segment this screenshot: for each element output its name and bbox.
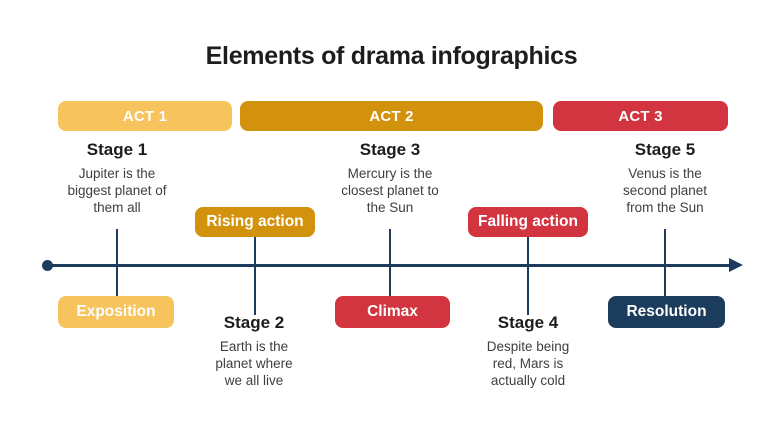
act-bar-3: ACT 3 bbox=[553, 101, 728, 131]
act-bar-1-label: ACT 1 bbox=[122, 107, 168, 125]
act-bar-2-label: ACT 2 bbox=[369, 107, 414, 125]
stage-5-description: Venus is the second planet from the Sun bbox=[622, 166, 708, 215]
stage-4-connector bbox=[527, 237, 529, 315]
stage-4-block: Stage 4 Despite being red, Mars is actua… bbox=[453, 313, 603, 389]
stage-4-heading: Stage 4 bbox=[497, 313, 559, 332]
stage-5-connector bbox=[664, 229, 666, 298]
stage-2-description: Earth is the planet where we all live bbox=[215, 339, 293, 388]
stage-3-block: Stage 3 Mercury is the closest planet to… bbox=[315, 140, 465, 216]
stage-1-connector bbox=[116, 229, 118, 298]
falling-action-badge: Falling action bbox=[468, 207, 588, 237]
stage-4-description: Despite being red, Mars is actually cold bbox=[486, 339, 570, 388]
rising-action-label: Rising action bbox=[206, 213, 304, 230]
stage-1-heading: Stage 1 bbox=[86, 140, 148, 159]
climax-badge: Climax bbox=[335, 296, 450, 328]
resolution-label: Resolution bbox=[626, 303, 707, 320]
page-title: Elements of drama infographics bbox=[205, 42, 578, 70]
resolution-badge: Resolution bbox=[608, 296, 725, 328]
stage-2-connector bbox=[254, 237, 256, 315]
rising-action-badge: Rising action bbox=[195, 207, 315, 237]
timeline-arrowhead-icon bbox=[729, 258, 743, 272]
stage-2-block: Stage 2 Earth is the planet where we all… bbox=[179, 313, 329, 389]
exposition-badge: Exposition bbox=[58, 296, 174, 328]
stage-1-block: Stage 1 Jupiter is the biggest planet of… bbox=[42, 140, 192, 216]
act-bar-1: ACT 1 bbox=[58, 101, 232, 131]
stage-2-heading: Stage 2 bbox=[223, 313, 285, 332]
stage-3-heading: Stage 3 bbox=[359, 140, 421, 159]
stage-5-heading: Stage 5 bbox=[634, 140, 696, 159]
exposition-label: Exposition bbox=[76, 303, 156, 320]
climax-label: Climax bbox=[367, 303, 418, 320]
stage-3-connector bbox=[389, 229, 391, 298]
stage-3-description: Mercury is the closest planet to the Sun bbox=[341, 166, 439, 215]
stage-1-description: Jupiter is the biggest planet of them al… bbox=[67, 166, 167, 215]
falling-action-label: Falling action bbox=[478, 213, 578, 230]
stage-5-block: Stage 5 Venus is the second planet from … bbox=[590, 140, 740, 216]
act-bar-3-label: ACT 3 bbox=[618, 107, 663, 125]
act-bar-2: ACT 2 bbox=[240, 101, 543, 131]
